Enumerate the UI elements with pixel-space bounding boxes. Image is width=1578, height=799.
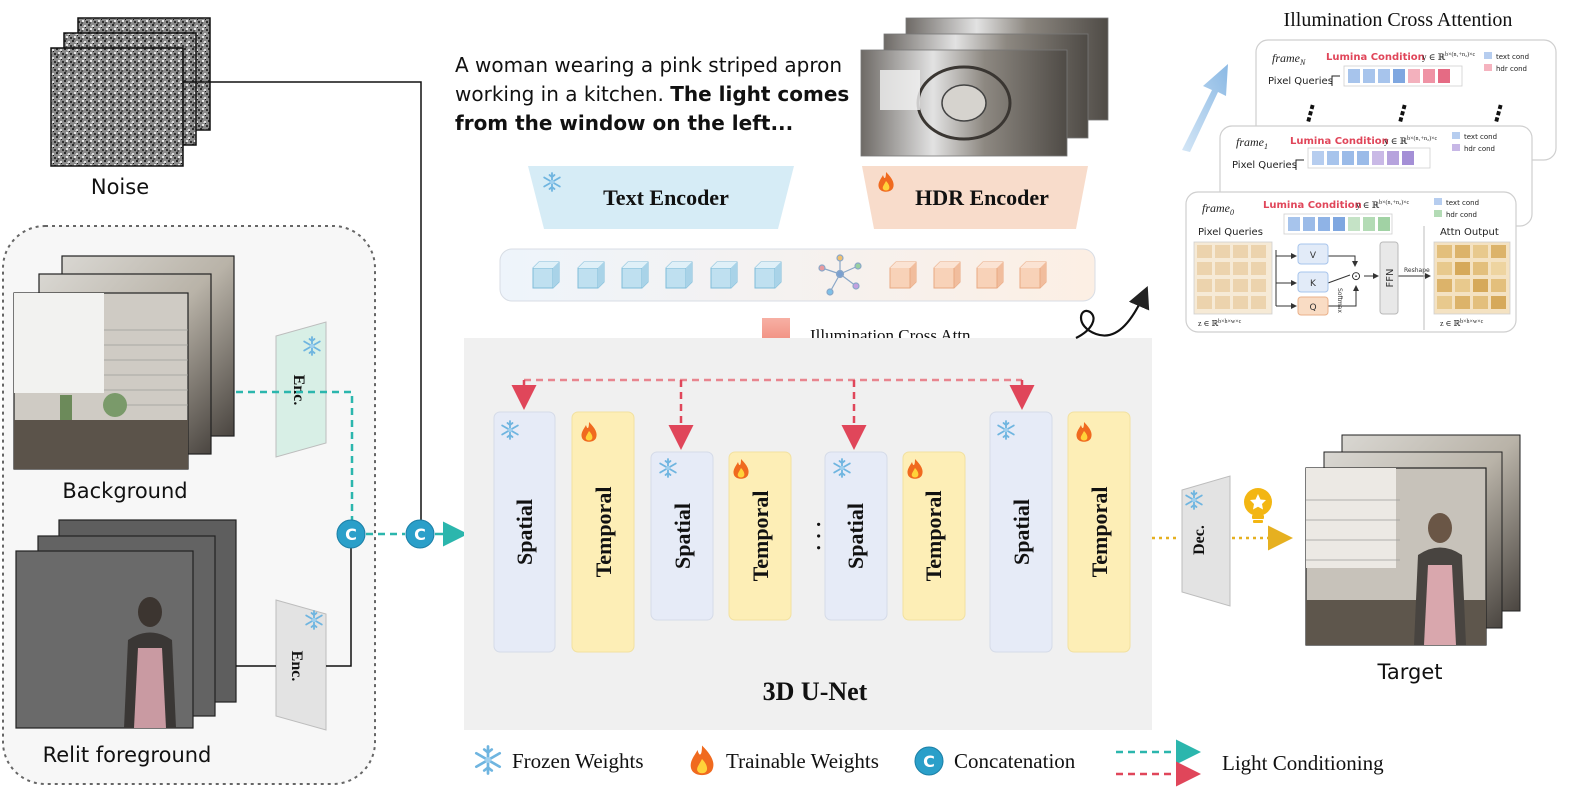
background-encoder: Enc. — [275, 321, 327, 458]
svg-text:text cond: text cond — [1496, 53, 1529, 61]
left-connectors — [183, 81, 468, 667]
svg-text:y ∈ ℝb×(n₁+n₂)×c: y ∈ ℝb×(n₁+n₂)×c — [1422, 51, 1475, 62]
svg-text:frame1: frame1 — [1236, 135, 1268, 151]
svg-text:Attn Output: Attn Output — [1440, 227, 1499, 238]
unet-title: 3D U-Net — [763, 677, 868, 706]
svg-text:y ∈ ℝb×(n₁+n₂)×c: y ∈ ℝb×(n₁+n₂)×c — [1356, 199, 1409, 210]
attention-flow — [1275, 250, 1431, 309]
svg-text:Temporal: Temporal — [921, 491, 946, 582]
light-conditioning-distribution — [511, 378, 1035, 450]
lightbulb-icon — [1244, 488, 1272, 523]
svg-text:z ∈ ℝb×h×w×c: z ∈ ℝb×h×w×c — [1440, 319, 1484, 328]
fusion-graph-icon — [818, 254, 862, 296]
relit-foreground-stack — [15, 519, 237, 729]
unet-block-temporal-4: Temporal — [1067, 411, 1131, 653]
svg-text:Spatial: Spatial — [1009, 499, 1034, 565]
svg-text:Spatial: Spatial — [670, 503, 695, 569]
svg-text:Concatenation: Concatenation — [954, 749, 1076, 773]
hdr-encoder: HDR Encoder — [862, 166, 1088, 229]
prompt-line-1: A woman wearing a pink striped apron — [455, 53, 842, 77]
svg-text:y ∈ ℝb×(n₁+n₂)×c: y ∈ ℝb×(n₁+n₂)×c — [1384, 135, 1437, 146]
unet-block-temporal-3: Temporal — [902, 451, 966, 621]
svg-text:Pixel Queries: Pixel Queries — [1268, 76, 1333, 87]
unet-block-spatial-4: Spatial — [989, 411, 1053, 653]
svg-text:hdr cond: hdr cond — [1496, 65, 1527, 73]
svg-text:Lumina Condition: Lumina Condition — [1263, 200, 1362, 211]
svg-text:Frozen Weights: Frozen Weights — [512, 749, 644, 773]
noise-label: Noise — [91, 175, 149, 199]
svg-text:V: V — [1310, 251, 1317, 261]
foreground-encoder-label: Enc. — [288, 651, 305, 682]
foreground-encoder: Enc. — [275, 599, 327, 731]
svg-text:Lumina Condition: Lumina Condition — [1290, 136, 1389, 147]
zoom-blue-arrow — [1182, 64, 1228, 152]
unet-block-spatial-1: Spatial — [493, 411, 556, 653]
svg-text:Temporal: Temporal — [748, 491, 773, 582]
unet-block-spatial-2: Spatial — [650, 451, 714, 621]
target-stack — [1305, 434, 1521, 646]
svg-text:K: K — [1310, 279, 1317, 289]
svg-text:Pixel Queries: Pixel Queries — [1232, 160, 1297, 171]
legend-concat: C Concatenation — [914, 746, 1076, 776]
decoder: Dec. — [1181, 475, 1231, 607]
condition-token-strip — [499, 248, 1096, 302]
target-label: Target — [1377, 660, 1443, 684]
background-stack — [13, 255, 235, 470]
svg-text:Lumina Condition: Lumina Condition — [1326, 52, 1425, 63]
svg-text:Softmax: Softmax — [1336, 288, 1343, 313]
svg-text:frameN: frameN — [1272, 51, 1306, 67]
svg-text:Temporal: Temporal — [591, 487, 616, 578]
svg-text:Q: Q — [1309, 303, 1316, 313]
svg-text:C: C — [345, 525, 357, 544]
svg-text:frame0: frame0 — [1202, 201, 1234, 217]
text-prompt: A woman wearing a pink striped apron wor… — [455, 53, 849, 135]
unet-ellipsis: · · · — [807, 521, 829, 551]
noise-stack — [50, 17, 211, 167]
prompt-line-2: working in a kitchen. The light comes — [455, 82, 849, 106]
svg-text:Light Conditioning: Light Conditioning — [1222, 751, 1384, 775]
concat-node-1: C — [336, 519, 366, 549]
hdr-encoder-label: HDR Encoder — [915, 185, 1049, 210]
svg-text:hdr cond: hdr cond — [1446, 211, 1477, 219]
legend-frozen: Frozen Weights — [473, 745, 644, 775]
legend: Frozen Weights Trainable Weights C Conca… — [473, 739, 1384, 787]
legend-trainable: Trainable Weights — [690, 745, 879, 776]
svg-text:Spatial: Spatial — [843, 503, 868, 569]
svg-text:Trainable Weights: Trainable Weights — [726, 749, 879, 773]
svg-text:z ∈ ℝb×h×w×c: z ∈ ℝb×h×w×c — [1198, 319, 1242, 328]
background-encoder-label: Enc. — [290, 375, 307, 406]
attention-panel-title: Illumination Cross Attention — [1284, 9, 1513, 31]
hdr-panorama-stack — [860, 17, 1109, 157]
svg-text:text cond: text cond — [1464, 133, 1497, 141]
pixel-query-grid — [1193, 241, 1273, 315]
legend-light-conditioning: Light Conditioning — [1116, 739, 1384, 787]
text-encoder: Text Encoder — [528, 166, 794, 229]
svg-text:Spatial: Spatial — [512, 499, 537, 565]
svg-text:C: C — [923, 752, 935, 771]
concat-node-2: C — [405, 519, 435, 549]
unet-block-temporal-1: Temporal — [571, 411, 635, 653]
prompt-line-3: from the window on the left... — [455, 111, 793, 135]
attention-card-frame-0: frame0 Lumina Condition y ∈ ℝb×(n₁+n₂)×c… — [1185, 191, 1517, 333]
unet-block-temporal-2: Temporal — [728, 451, 792, 621]
svg-text:⊙: ⊙ — [1351, 269, 1361, 283]
zoom-curl-arrow — [1075, 285, 1150, 339]
svg-text:C: C — [414, 525, 426, 544]
svg-text:hdr cond: hdr cond — [1464, 145, 1495, 153]
unet-block-spatial-3: Spatial — [824, 451, 888, 621]
relit-foreground-label: Relit foreground — [43, 743, 212, 767]
text-encoder-label: Text Encoder — [603, 185, 729, 210]
svg-text:FFN: FFN — [1385, 269, 1396, 288]
svg-text:Pixel Queries: Pixel Queries — [1198, 227, 1263, 238]
svg-text:text cond: text cond — [1446, 199, 1479, 207]
attention-output-grid — [1433, 241, 1511, 315]
background-label: Background — [62, 479, 187, 503]
svg-text:Temporal: Temporal — [1087, 487, 1112, 578]
decoder-label: Dec. — [1191, 525, 1208, 555]
svg-text:Reshape: Reshape — [1404, 267, 1430, 274]
